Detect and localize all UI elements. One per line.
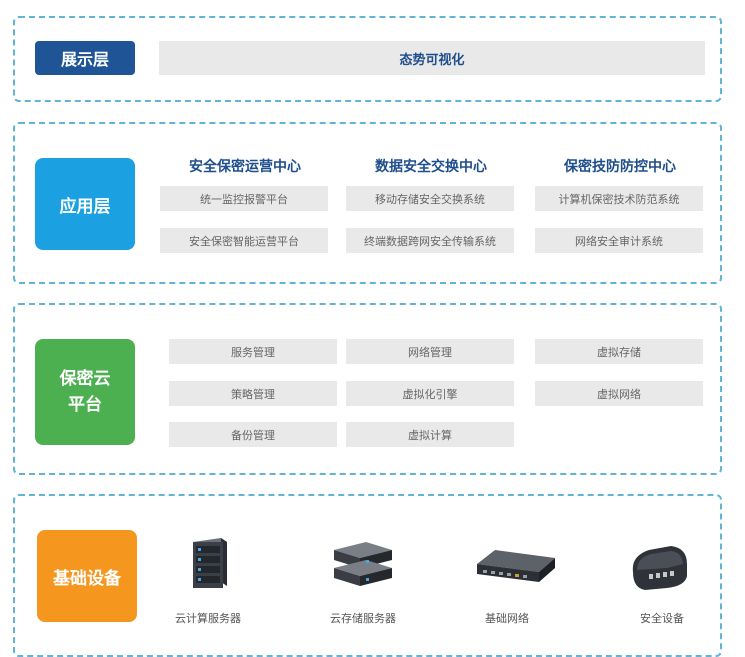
cloud-item: 虚拟化引擎 [346, 381, 514, 406]
application-layer: 应用层 安全保密运营中心 统一监控报警平台 安全保密智能运营平台 数据安全交换中… [13, 122, 722, 284]
app-column-title: 数据安全交换中心 [375, 159, 487, 175]
app-item: 统一监控报警平台 [160, 186, 328, 211]
infrastructure-label: 基础设备 [37, 530, 137, 622]
cloud-item: 虚拟网络 [535, 381, 703, 406]
cloud-item: 虚拟存储 [535, 339, 703, 364]
app-item: 移动存储安全交换系统 [346, 186, 514, 211]
app-item: 终端数据跨网安全传输系统 [346, 228, 514, 253]
device-label: 基础网络 [485, 612, 529, 625]
network-device-icon [477, 550, 555, 582]
cloud-item: 策略管理 [169, 381, 337, 406]
cloud-platform-label-line1: 保密云 [59, 369, 111, 389]
cloud-item: 服务管理 [169, 339, 337, 364]
display-layer-label: 展示层 [35, 41, 135, 75]
app-item: 安全保密智能运营平台 [160, 228, 328, 253]
cloud-platform-label: 保密云 平台 [35, 339, 135, 445]
app-item: 计算机保密技术防范系统 [535, 186, 703, 211]
application-layer-label: 应用层 [35, 158, 135, 250]
device-label: 云存储服务器 [330, 612, 396, 625]
device-label: 云计算服务器 [175, 612, 241, 625]
cloud-platform-layer: 保密云 平台 服务管理 策略管理 备份管理 网络管理 虚拟化引擎 虚拟计算 虚拟… [13, 303, 722, 475]
cloud-item: 虚拟计算 [346, 422, 514, 447]
app-item: 网络安全审计系统 [535, 228, 703, 253]
display-layer: 展示层 态势可视化 [13, 16, 722, 102]
infrastructure-layer: 基础设备 云计算服务器 云存储服务器 基础网络 [13, 494, 722, 657]
storage-server-icon [334, 542, 392, 586]
app-column-title: 安全保密运营中心 [189, 159, 301, 175]
server-icon [193, 538, 227, 588]
situation-visualization-box: 态势可视化 [159, 41, 705, 75]
cloud-item: 网络管理 [346, 339, 514, 364]
app-column-title: 保密技防防控中心 [564, 159, 676, 175]
security-device-icon [632, 546, 687, 590]
cloud-item: 备份管理 [169, 422, 337, 447]
cloud-platform-label-line2: 平台 [68, 395, 102, 415]
device-label: 安全设备 [640, 612, 684, 625]
